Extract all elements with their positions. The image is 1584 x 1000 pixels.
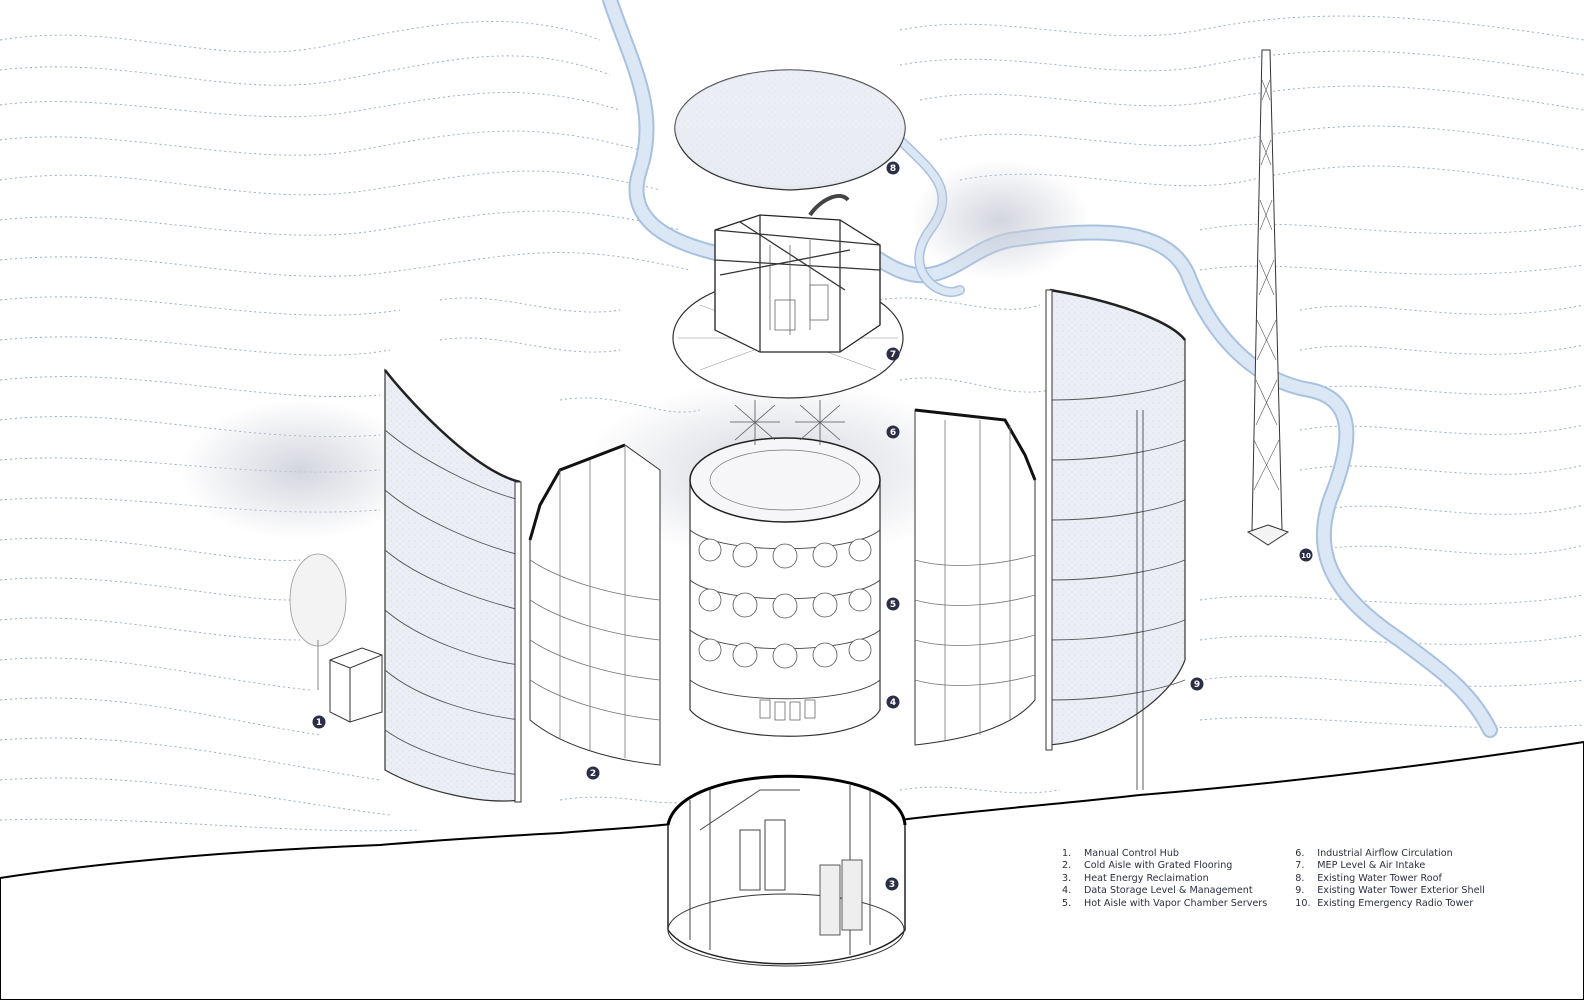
legend-item: 2.Cold Aisle with Grated Flooring: [1062, 860, 1233, 872]
svg-text:5: 5: [890, 600, 896, 610]
terrain-shadow: [910, 160, 1090, 280]
callout-4: 4: [886, 695, 900, 709]
left-exterior-shell: [384, 368, 522, 803]
legend-item: 4.Data Storage Level & Management: [1062, 885, 1253, 897]
callout-7: 7: [886, 347, 900, 361]
svg-text:6: 6: [890, 428, 896, 438]
mep-level: [672, 194, 904, 399]
legend-item: 6.Industrial Airflow Circulation: [1295, 848, 1453, 859]
svg-text:2: 2: [590, 769, 596, 779]
legend-column-2: 6.Industrial Airflow Circulation 7.MEP L…: [1295, 848, 1485, 910]
svg-text:3: 3: [889, 880, 895, 890]
callout-5: 5: [886, 597, 900, 611]
callout-9: 9: [1190, 677, 1204, 691]
data-center-core: [689, 400, 881, 737]
legend: 1.Manual Control Hub 2.Cold Aisle with G…: [1062, 848, 1485, 910]
legend-item: 1.Manual Control Hub: [1062, 848, 1180, 859]
water-tower-roof: [674, 69, 906, 191]
legend-item: 9.Existing Water Tower Exterior Shell: [1295, 885, 1485, 897]
callout-10: 10: [1299, 548, 1313, 562]
legend-item: 3.Heat Energy Reclaimation: [1062, 872, 1209, 884]
svg-text:10: 10: [1301, 552, 1311, 560]
legend-item: 5.Hot Aisle with Vapor Chamber Servers: [1062, 897, 1268, 909]
callout-2: 2: [586, 766, 600, 780]
manual-control-hub: [289, 553, 383, 723]
callout-3: 3: [885, 877, 899, 891]
legend-item: 7.MEP Level & Air Intake: [1295, 860, 1426, 872]
emergency-radio-tower: [1246, 49, 1290, 546]
legend-column-1: 1.Manual Control Hub 2.Cold Aisle with G…: [1062, 848, 1267, 910]
terrain-shadow: [180, 400, 420, 540]
svg-text:4: 4: [890, 698, 896, 708]
svg-text:9: 9: [1194, 680, 1200, 690]
callout-8: 8: [886, 161, 900, 175]
legend-item: 8.Existing Water Tower Roof: [1295, 872, 1442, 884]
legend-item: 10.Existing Emergency Radio Tower: [1295, 897, 1474, 909]
callout-1: 1: [312, 715, 326, 729]
callout-6: 6: [886, 425, 900, 439]
svg-text:1: 1: [316, 718, 322, 728]
left-inner-wall: [528, 443, 661, 766]
right-inner-wall: [914, 408, 1037, 746]
heat-reclamation-room: [666, 774, 907, 967]
svg-text:7: 7: [890, 350, 896, 360]
svg-text:8: 8: [890, 164, 896, 174]
right-exterior-shell: [1045, 288, 1186, 790]
